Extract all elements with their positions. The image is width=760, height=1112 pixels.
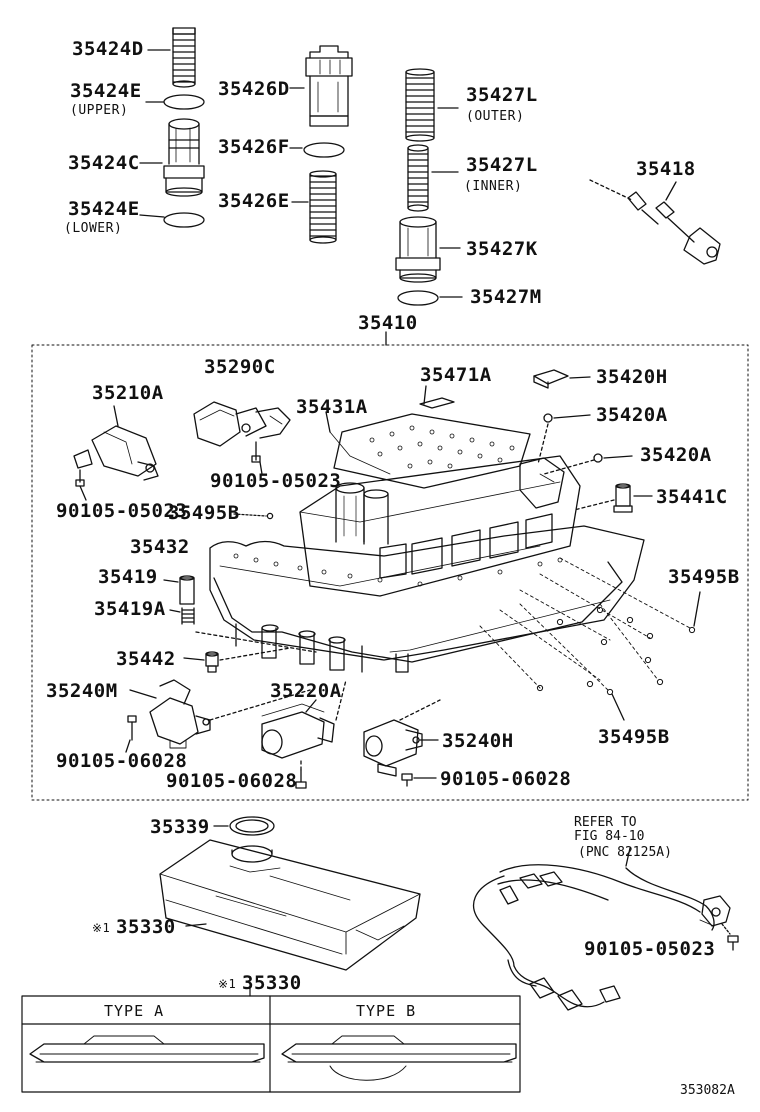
ball-35420a-lower bbox=[593, 453, 603, 463]
label-35330-main: 35330 bbox=[116, 916, 176, 938]
label-35420h: 35420H bbox=[596, 366, 668, 388]
label-90105-05023-b: 90105-05023 bbox=[56, 500, 188, 522]
type-a-header: TYPE A bbox=[104, 1002, 165, 1020]
label-35427l-outer-note: (OUTER) bbox=[466, 109, 525, 124]
spring-35427l-inner bbox=[407, 144, 429, 212]
label-35240m: 35240M bbox=[46, 680, 118, 702]
bolt-90105-06028-right bbox=[401, 773, 413, 787]
label-35441c: 35441C bbox=[656, 486, 728, 508]
sleeve-35424c bbox=[163, 118, 205, 197]
oring-35426f bbox=[303, 142, 345, 158]
valve-body-right bbox=[519, 457, 565, 509]
label-35419: 35419 bbox=[98, 566, 158, 588]
spring-35419a bbox=[181, 607, 195, 625]
label-35427l-inner-note: (INNER) bbox=[464, 179, 523, 194]
plug-35441c bbox=[613, 483, 633, 513]
sensor-35418 bbox=[589, 179, 721, 265]
label-35424c: 35424C bbox=[68, 152, 140, 174]
refer-note-line3: (PNC 82125A) bbox=[578, 845, 672, 860]
sleeve-35427k bbox=[395, 216, 441, 283]
type-b-header: TYPE B bbox=[356, 1002, 417, 1020]
label-35330-types-mark: ※1 bbox=[218, 977, 237, 991]
label-35495b-1: 35495B bbox=[168, 502, 240, 524]
label-35420a-1: 35420A bbox=[596, 404, 668, 426]
solenoid-35220a bbox=[261, 703, 335, 759]
label-35330-types: 35330 bbox=[242, 972, 302, 994]
lower-valve-body bbox=[213, 561, 623, 673]
label-90105-05023-a: 90105-05023 bbox=[210, 470, 342, 492]
label-35424d: 35424D bbox=[72, 38, 144, 60]
ball-35420a-upper bbox=[543, 413, 553, 423]
label-35424e-lower: 35424E bbox=[68, 198, 140, 220]
label-90105-06028-b: 90105-06028 bbox=[166, 770, 298, 792]
oring-35424e-lower bbox=[163, 212, 205, 228]
label-90105-05023-c: 90105-05023 bbox=[584, 938, 716, 960]
refer-note-line1: REFER TO bbox=[574, 815, 637, 830]
spring-35424d bbox=[172, 27, 196, 88]
label-35339: 35339 bbox=[150, 816, 210, 838]
oring-35427m bbox=[397, 290, 439, 306]
solenoid-35240h bbox=[363, 719, 423, 777]
spring-35427l-outer bbox=[405, 68, 435, 142]
solenoid-35290c bbox=[193, 401, 291, 463]
oring-35424e-upper bbox=[163, 94, 205, 110]
upper-valve-body bbox=[299, 455, 581, 597]
strainer-type-a bbox=[29, 1035, 265, 1063]
spring-35426e bbox=[309, 170, 337, 244]
part-35420h bbox=[533, 369, 591, 389]
label-35426d: 35426D bbox=[218, 78, 290, 100]
label-35495b-3: 35495B bbox=[598, 726, 670, 748]
label-35426f: 35426F bbox=[218, 136, 290, 158]
label-35431a: 35431A bbox=[296, 396, 368, 418]
ball-35495b-1 bbox=[266, 512, 274, 520]
refer-note-line2: FIG 84-10 bbox=[574, 829, 645, 844]
oring-35339 bbox=[229, 816, 275, 836]
label-35210a: 35210A bbox=[92, 382, 164, 404]
solenoid-35240m bbox=[149, 679, 211, 749]
label-35495b-2: 35495B bbox=[668, 566, 740, 588]
label-35424e-upper-note: (UPPER) bbox=[70, 103, 129, 118]
label-90105-06028-a: 90105-06028 bbox=[56, 750, 188, 772]
bolt-90105-06028-left bbox=[127, 715, 137, 741]
label-35427k: 35427K bbox=[466, 238, 538, 260]
label-35220a: 35220A bbox=[270, 680, 342, 702]
label-35442: 35442 bbox=[116, 648, 176, 670]
plug-35419 bbox=[179, 575, 195, 605]
plug-35442 bbox=[205, 651, 219, 673]
plate-35432 bbox=[209, 525, 645, 661]
label-35427l-outer: 35427L bbox=[466, 84, 538, 106]
ball-set-35495b bbox=[536, 606, 696, 696]
label-35290c: 35290C bbox=[204, 356, 276, 378]
label-35424e-lower-note: (LOWER) bbox=[64, 221, 123, 236]
figure-id: 353082A bbox=[680, 1083, 735, 1098]
strainer-type-b bbox=[281, 1035, 517, 1081]
solenoid-35210a bbox=[73, 425, 159, 487]
type-table bbox=[21, 981, 521, 1093]
label-35240h: 35240H bbox=[442, 730, 514, 752]
label-35420a-2: 35420A bbox=[640, 444, 712, 466]
bolt-90105-06028-middle bbox=[295, 769, 307, 789]
label-35410: 35410 bbox=[358, 312, 418, 334]
label-35471a: 35471A bbox=[420, 364, 492, 386]
bolt-90105-05023-harness bbox=[727, 935, 739, 951]
plunger-35426d bbox=[305, 45, 353, 127]
label-35424e-upper: 35424E bbox=[70, 80, 142, 102]
label-90105-06028-c: 90105-06028 bbox=[440, 768, 572, 790]
label-35427l-inner: 35427L bbox=[466, 154, 538, 176]
label-35432: 35432 bbox=[130, 536, 190, 558]
strainer-35330 bbox=[159, 839, 421, 971]
label-35330-main-mark: ※1 bbox=[92, 921, 111, 935]
label-35419a: 35419A bbox=[94, 598, 166, 620]
label-35427m: 35427M bbox=[470, 286, 542, 308]
label-35426e: 35426E bbox=[218, 190, 290, 212]
label-35418: 35418 bbox=[636, 158, 696, 180]
wire-harness bbox=[473, 864, 731, 1011]
